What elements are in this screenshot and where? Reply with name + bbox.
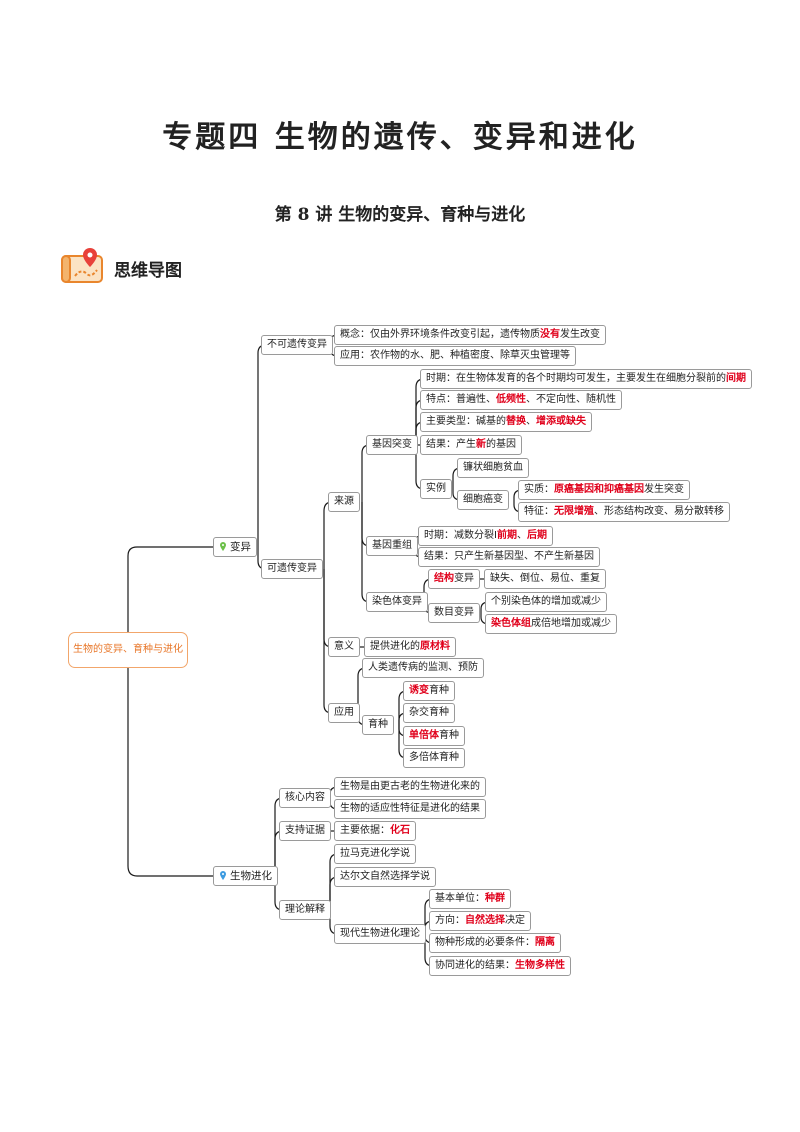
node-hybrid-breeding: 杂交育种 — [403, 703, 455, 723]
node-mutation-period: 时期：在生物体发育的各个时期均可发生，主要发生在细胞分裂前的间期 — [420, 369, 752, 389]
node-mutation-features: 特点：普遍性、低频性、不定向性、随机性 — [420, 390, 622, 410]
node-heritable: 可遗传变异 — [261, 559, 323, 579]
node-chromosome: 染色体变异 — [366, 592, 428, 612]
node-modern-direction: 方向：自然选择决定 — [429, 911, 531, 931]
node-gene-mutation: 基因突变 — [366, 435, 418, 455]
node-modern-unit: 基本单位：种群 — [429, 889, 511, 909]
node-structural: 结构变异 — [428, 569, 480, 589]
node-modern-coevolution: 协同进化的结果：生物多样性 — [429, 956, 571, 976]
node-breeding: 育种 — [362, 715, 394, 735]
node-core: 核心内容 — [279, 788, 331, 808]
node-source: 来源 — [328, 492, 360, 512]
node-core-item2: 生物的适应性特征是进化的结果 — [334, 799, 486, 819]
node-mutation-result: 结果：产生新的基因 — [420, 435, 522, 455]
node-numerical-individual: 个别染色体的增加或减少 — [485, 592, 607, 612]
node-evolution-label: 生物进化 — [230, 870, 272, 882]
node-cancer-essence: 实质：原癌基因和抑癌基因发生突变 — [518, 480, 690, 500]
node-cancer: 细胞癌变 — [457, 490, 509, 510]
node-core-item1: 生物是由更古老的生物进化来的 — [334, 777, 486, 797]
node-evolution: 生物进化 — [213, 866, 278, 886]
map-scroll-icon — [61, 248, 103, 283]
node-darwin: 达尔文自然选择学说 — [334, 867, 436, 887]
node-evidence-main: 主要依据：化石 — [334, 821, 416, 841]
node-recombination-result: 结果：只产生新基因型、不产生新基因 — [418, 547, 600, 567]
node-application: 应用 — [328, 703, 360, 723]
location-pin-icon — [220, 871, 226, 880]
node-polyploid-breeding: 多倍体育种 — [403, 748, 465, 768]
node-monitoring: 人类遗传病的监测、预防 — [362, 658, 484, 678]
node-mutation-types: 主要类型：碱基的替换、增添或缺失 — [420, 412, 592, 432]
node-sickle-cell: 镰状细胞贫血 — [457, 458, 529, 478]
node-modern-speciation: 物种形成的必要条件：隔离 — [429, 933, 561, 953]
node-theory: 理论解释 — [279, 900, 331, 920]
mindmap-root: 生物的变异、育种与进化 — [68, 632, 188, 668]
node-recombination: 基因重组 — [366, 536, 418, 556]
node-haploid-breeding: 单倍体育种 — [403, 726, 465, 746]
node-nonheritable: 不可遗传变异 — [261, 335, 333, 355]
node-lamarck: 拉马克进化学说 — [334, 844, 416, 864]
page-title: 专题四 生物的遗传、变异和进化 — [162, 120, 638, 155]
location-pin-icon — [220, 542, 226, 551]
node-examples: 实例 — [420, 479, 452, 499]
node-evidence: 支持证据 — [279, 821, 331, 841]
node-numerical-set: 染色体组成倍地增加或减少 — [485, 614, 617, 634]
node-variation: 变异 — [213, 537, 257, 557]
lecture-subtitle: 第 8 讲 生物的变异、育种与进化 — [274, 205, 526, 225]
node-mutation-breeding: 诱变育种 — [403, 681, 455, 701]
node-cancer-traits: 特征：无限增殖、形态结构改变、易分散转移 — [518, 502, 730, 522]
node-nonheritable-concept: 概念：仅由外界环境条件改变引起，遗传物质没有发生改变 — [334, 325, 606, 345]
node-recombination-period: 时期：减数分裂Ⅰ前期、后期 — [418, 526, 553, 546]
node-nonheritable-application: 应用：农作物的水、肥、种植密度、除草灭虫管理等 — [334, 346, 576, 366]
section-label: 思维导图 — [114, 261, 182, 281]
node-significance-detail: 提供进化的原材料 — [364, 637, 456, 657]
node-variation-label: 变异 — [230, 541, 251, 553]
node-modern-theory: 现代生物进化理论 — [334, 924, 426, 944]
node-structural-detail: 缺失、倒位、易位、重复 — [484, 569, 606, 589]
node-numerical: 数目变异 — [428, 603, 480, 623]
node-significance: 意义 — [328, 637, 360, 657]
